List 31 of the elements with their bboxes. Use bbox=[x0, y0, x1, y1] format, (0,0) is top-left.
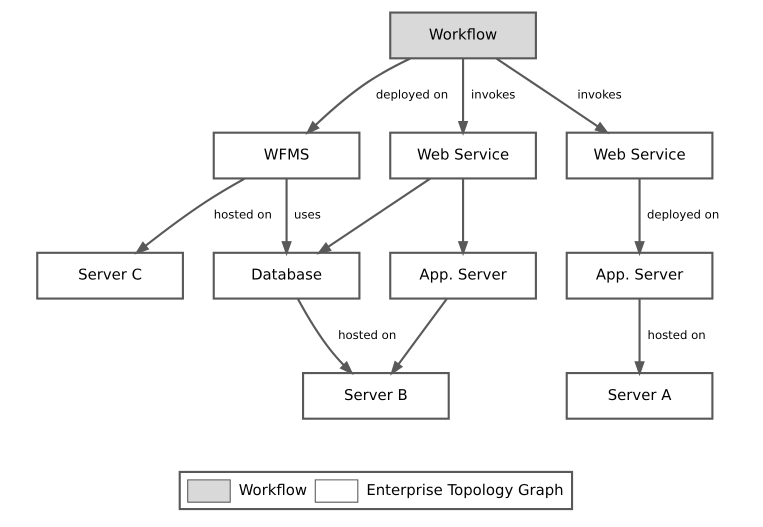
node-box: Server A bbox=[565, 372, 713, 420]
node-box: WFMS bbox=[212, 132, 360, 180]
edge-label: hosted on bbox=[213, 208, 272, 222]
legend-label: Workflow bbox=[238, 480, 307, 499]
arrow bbox=[296, 298, 354, 376]
arrow bbox=[134, 178, 245, 255]
arrow bbox=[634, 178, 644, 256]
edge-label: uses bbox=[294, 208, 320, 222]
arrow bbox=[280, 178, 292, 256]
node-box: Database bbox=[212, 252, 360, 300]
node-box: Server B bbox=[302, 372, 450, 420]
edge-label: hosted on bbox=[647, 328, 706, 342]
node-box: Web Service bbox=[388, 132, 536, 180]
arrow bbox=[634, 298, 644, 376]
arrow bbox=[316, 178, 430, 255]
legend-label: Enterprise Topology Graph bbox=[366, 480, 564, 499]
arrow bbox=[494, 57, 610, 134]
edge-label: invokes bbox=[576, 87, 622, 102]
arrow bbox=[457, 178, 468, 256]
arrow bbox=[457, 58, 468, 136]
node-box: Workflow bbox=[388, 12, 536, 60]
arrow bbox=[304, 57, 411, 135]
edge-label: deployed on bbox=[646, 208, 719, 222]
edge-label: hosted on bbox=[338, 328, 396, 342]
node-box: App. Server bbox=[565, 252, 713, 300]
node-box: App. Server bbox=[388, 252, 536, 300]
edge-label: invokes bbox=[470, 87, 515, 102]
node-box: Server C bbox=[36, 252, 184, 300]
node-box: Web Service bbox=[565, 132, 713, 180]
arrow bbox=[390, 298, 448, 376]
edge-label: deployed on bbox=[375, 87, 448, 102]
